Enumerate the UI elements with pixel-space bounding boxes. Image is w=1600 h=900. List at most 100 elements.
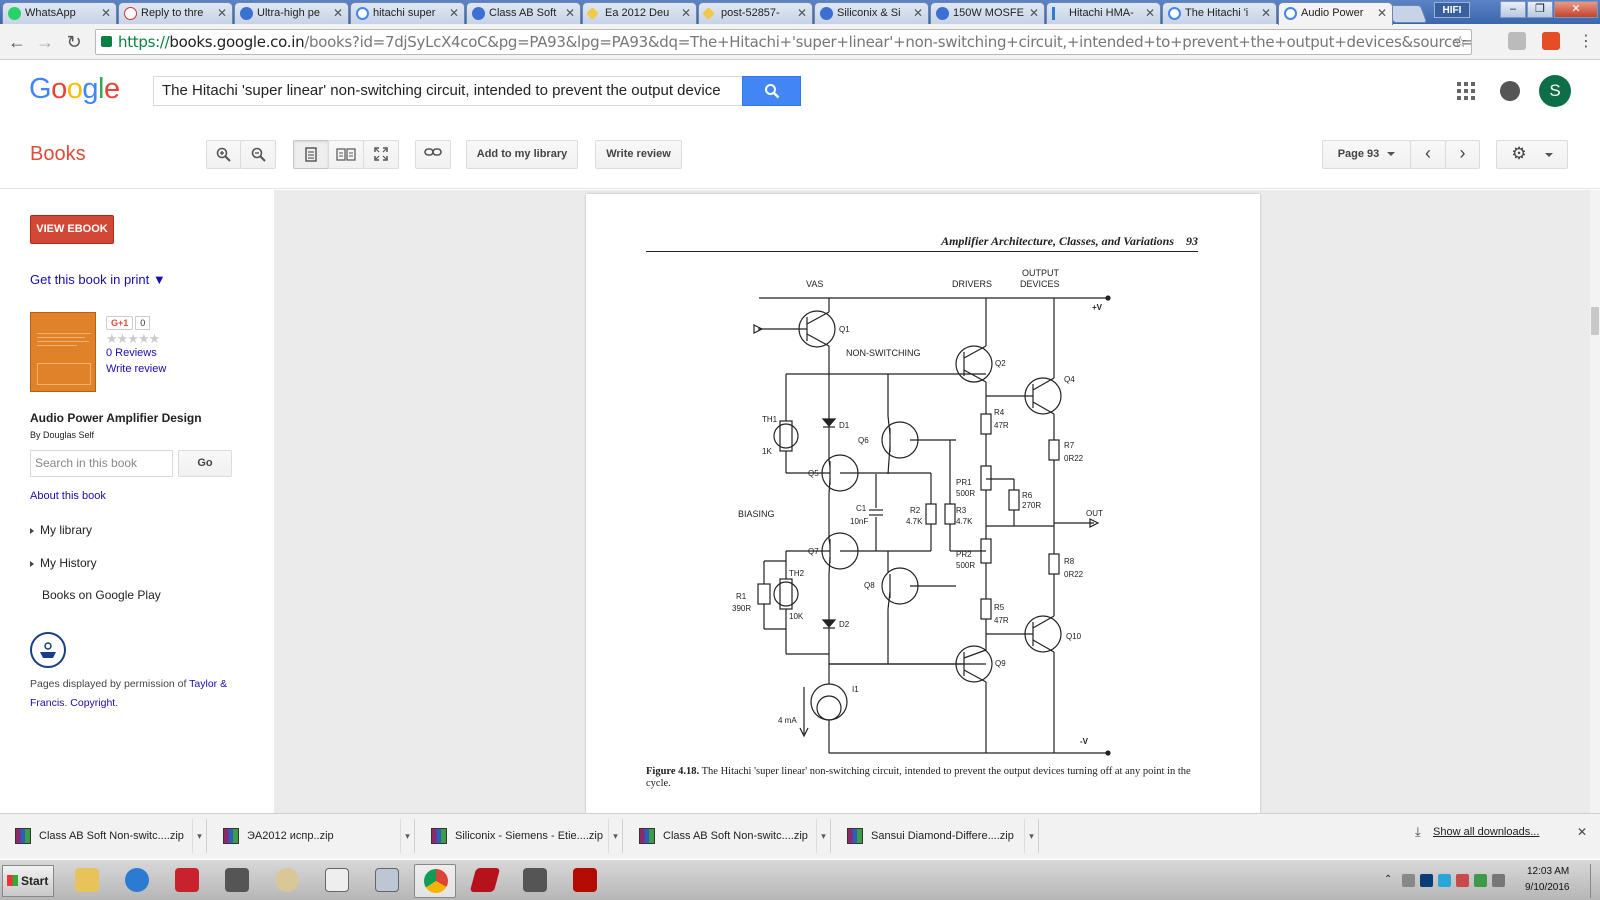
dropbox-icon[interactable] xyxy=(1508,32,1526,50)
bookmark-star-icon[interactable]: ☆ xyxy=(1452,32,1467,51)
settings-button[interactable]: ⚙ xyxy=(1496,140,1568,169)
download-item[interactable]: ЭА2012 испр..zip▾ xyxy=(213,819,415,853)
paint-icon[interactable] xyxy=(266,864,308,898)
book-cover-image[interactable] xyxy=(30,312,96,392)
about-book-link[interactable]: About this book xyxy=(30,490,106,502)
show-desktop-button[interactable] xyxy=(1590,864,1600,898)
previous-page-button[interactable]: ‹ xyxy=(1410,140,1446,169)
chrome-icon[interactable] xyxy=(414,864,456,898)
chevron-down-icon[interactable]: ▾ xyxy=(608,819,622,853)
view-ebook-button[interactable]: VIEW EBOOK xyxy=(30,215,114,244)
start-button[interactable]: Start xyxy=(2,865,54,897)
tab-ultra-high[interactable]: Ultra-high pe✕ xyxy=(234,2,349,24)
scrollbar-thumb[interactable] xyxy=(1591,307,1599,335)
close-icon[interactable]: ✕ xyxy=(796,6,807,20)
reviews-link[interactable]: 0 Reviews xyxy=(106,347,157,359)
close-icon[interactable]: ✕ xyxy=(448,6,459,20)
close-icon[interactable]: ✕ xyxy=(1028,6,1039,20)
get-book-in-print-link[interactable]: Get this book in print ▼ xyxy=(30,272,166,287)
altium-icon[interactable] xyxy=(464,864,506,898)
close-icon[interactable]: ✕ xyxy=(216,6,227,20)
calculator-icon[interactable] xyxy=(366,864,408,898)
close-downloads-bar-icon[interactable]: ✕ xyxy=(1577,825,1588,839)
show-all-downloads-link[interactable]: Show all downloads... xyxy=(1433,826,1540,838)
alien-app-icon[interactable] xyxy=(316,864,358,898)
download-item[interactable]: Siliconix - Siemens - Etie....zip▾ xyxy=(421,819,623,853)
tab-150w-mosfet[interactable]: 150W MOSFE✕ xyxy=(930,2,1045,24)
close-icon[interactable]: ✕ xyxy=(100,6,111,20)
autocad-2015-icon[interactable] xyxy=(216,864,258,898)
back-arrow-icon[interactable]: ← xyxy=(8,32,26,52)
apps-grid-icon[interactable] xyxy=(1457,82,1475,100)
zoom-in-button[interactable] xyxy=(206,140,241,169)
chevron-down-icon[interactable]: ▾ xyxy=(400,819,414,853)
tray-app-icon[interactable] xyxy=(1456,874,1469,887)
close-icon[interactable]: ✕ xyxy=(1144,6,1155,20)
forward-arrow-icon[interactable]: → xyxy=(36,32,54,52)
notifications-bell-icon[interactable] xyxy=(1500,81,1520,101)
menu-icon[interactable]: ⋮ xyxy=(1578,33,1594,50)
tab-ea-2012[interactable]: Ea 2012 Deu✕ xyxy=(582,2,697,24)
volume-icon[interactable] xyxy=(1402,874,1415,887)
tray-app-icon[interactable] xyxy=(1492,874,1505,887)
publisher-link[interactable]: Taylor & Francis xyxy=(30,678,228,709)
internet-explorer-icon[interactable] xyxy=(116,864,158,898)
tab-hitachi-super[interactable]: hitachi super✕ xyxy=(350,2,465,24)
close-icon[interactable]: ✕ xyxy=(332,6,343,20)
clock-time[interactable]: 12:03 AM xyxy=(1527,866,1570,877)
tab-the-hitachi[interactable]: The Hitachi 'i✕ xyxy=(1162,2,1277,24)
html5-icon[interactable] xyxy=(1542,32,1560,50)
network-icon[interactable] xyxy=(1420,874,1433,887)
next-page-button[interactable]: › xyxy=(1445,140,1480,169)
autocad-icon[interactable] xyxy=(166,864,208,898)
books-title[interactable]: Books xyxy=(30,143,86,165)
clock-date[interactable]: 9/10/2016 xyxy=(1525,882,1570,893)
restore-button[interactable]: ❐ xyxy=(1527,1,1553,18)
copyright-link[interactable]: Copyright xyxy=(70,697,116,709)
two-page-view-button[interactable] xyxy=(328,140,364,169)
tab-gmail[interactable]: Reply to thre✕ xyxy=(118,2,233,24)
close-icon[interactable]: ✕ xyxy=(564,6,575,20)
write-review-button[interactable]: Write review xyxy=(595,140,682,169)
book-page-viewer[interactable]: Amplifier Architecture, Classes, and Var… xyxy=(274,190,1600,813)
gplus-button[interactable]: G+1 xyxy=(106,316,134,330)
add-to-library-button[interactable]: Add to my library xyxy=(466,140,578,169)
download-item[interactable]: Sansui Diamond-Differe....zip▾ xyxy=(837,819,1039,853)
link-button[interactable] xyxy=(415,140,451,169)
download-item[interactable]: Class AB Soft Non-switc....zip▾ xyxy=(629,819,831,853)
google-logo[interactable]: Google xyxy=(29,73,120,105)
file-explorer-icon[interactable] xyxy=(66,864,108,898)
vertical-scrollbar[interactable] xyxy=(1590,190,1600,813)
minimize-button[interactable]: – xyxy=(1500,1,1526,18)
close-icon[interactable]: ✕ xyxy=(680,6,691,20)
address-bar[interactable]: https://books.google.co.in/books?id=7djS… xyxy=(95,29,1472,55)
single-page-view-button[interactable] xyxy=(293,140,329,169)
search-in-book-input[interactable]: Search in this book xyxy=(30,450,173,477)
tray-app-icon[interactable] xyxy=(1474,874,1487,887)
search-button[interactable] xyxy=(742,76,801,106)
tab-siliconix[interactable]: Siliconix & Si✕ xyxy=(814,2,929,24)
tab-post[interactable]: post-52857-✕ xyxy=(698,2,813,24)
sidebar-item-my-library[interactable]: My library xyxy=(30,523,92,537)
chevron-down-icon[interactable]: ▾ xyxy=(1024,819,1038,853)
tab-whatsapp[interactable]: WhatsApp✕ xyxy=(2,2,117,24)
tab-audio-power[interactable]: Audio Power✕ xyxy=(1278,2,1393,25)
tab-class-ab[interactable]: Class AB Soft✕ xyxy=(466,2,581,24)
search-go-button[interactable]: Go xyxy=(178,450,232,477)
autocad-2015-icon[interactable] xyxy=(514,864,556,898)
chevron-down-icon[interactable]: ▾ xyxy=(192,819,206,853)
close-icon[interactable]: ✕ xyxy=(1376,6,1387,20)
zoom-out-button[interactable] xyxy=(240,140,276,169)
publisher-logo-icon[interactable] xyxy=(30,632,66,668)
close-icon[interactable]: ✕ xyxy=(1260,6,1271,20)
chevron-down-icon[interactable]: ▾ xyxy=(816,819,830,853)
tray-expand-icon[interactable]: ⌃ xyxy=(1384,874,1393,885)
google-play-books-link[interactable]: Books on Google Play xyxy=(42,588,161,602)
reload-icon[interactable]: ↻ xyxy=(66,32,82,52)
google-search-input[interactable]: The Hitachi 'super linear' non-switching… xyxy=(153,76,743,106)
write-review-link[interactable]: Write review xyxy=(106,363,167,375)
close-icon[interactable]: ✕ xyxy=(912,6,923,20)
tab-hitachi-hma[interactable]: Hitachi HMA-✕ xyxy=(1046,2,1161,24)
avatar[interactable]: S xyxy=(1539,75,1571,107)
sidebar-item-my-history[interactable]: My History xyxy=(30,556,97,570)
